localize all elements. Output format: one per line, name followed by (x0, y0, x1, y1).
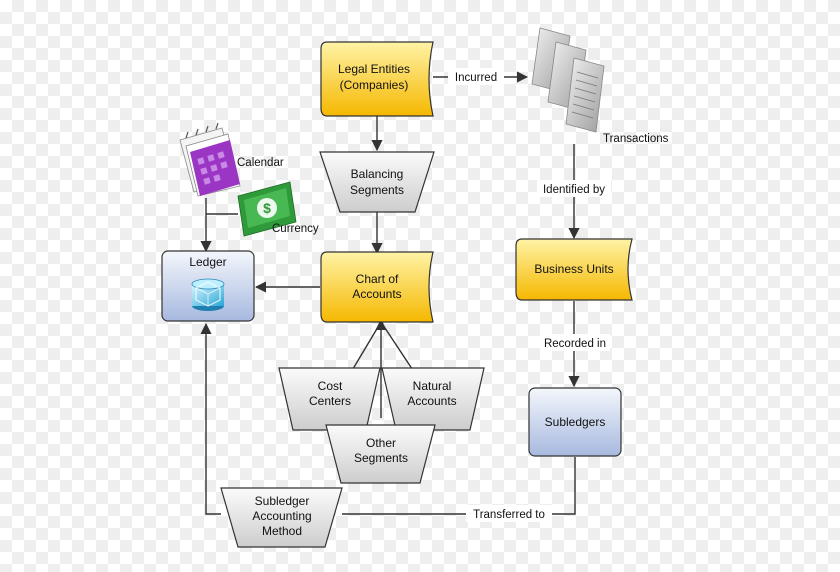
node-balancing-segments: Balancing Segments (319, 151, 435, 213)
balancing-line1: Balancing (351, 167, 404, 181)
natural-accounts-line2: Accounts (407, 394, 456, 408)
edge-method-to-ledger (200, 322, 221, 515)
method-line1: Subledger (255, 494, 310, 508)
node-subledger-accounting-method: Subledger Accounting Method (220, 487, 343, 548)
method-line3: Method (262, 524, 302, 538)
node-chart-of-accounts: Chart of Accounts (320, 251, 434, 323)
node-cost-centers: Cost Centers (278, 367, 381, 431)
node-legal-entities: Legal Entities (Companies) (320, 41, 434, 117)
natural-accounts-line1: Natural (413, 379, 452, 393)
subledgers-label: Subledgers (545, 415, 606, 429)
node-business-units: Business Units (515, 238, 633, 301)
legal-entities-line2: (Companies) (340, 78, 409, 92)
edge-label-transferred-to-text: Transferred to (473, 509, 545, 521)
currency-label: Currency (272, 223, 319, 235)
chart-line2: Accounts (352, 287, 401, 301)
cost-centers-line1: Cost (318, 379, 343, 393)
money-bill-icon: $ (237, 181, 297, 237)
transactions-label: Transactions (603, 133, 669, 145)
edge-label-transferred-to: Transferred to (466, 505, 552, 522)
receipt-stack-icon (531, 27, 605, 133)
calendar-label: Calendar (237, 157, 284, 169)
legal-entities-line1: Legal Entities (338, 62, 410, 76)
edge-subledgers-to-method (342, 457, 576, 515)
other-segments-line2: Segments (354, 451, 408, 465)
chart-line1: Chart of (356, 272, 399, 286)
balancing-line2: Segments (350, 183, 404, 197)
edge-label-recorded-in-text: Recorded in (544, 338, 606, 350)
method-line2: Accounting (252, 509, 311, 523)
node-ledger: Ledger (161, 250, 255, 322)
business-units-label: Business Units (534, 262, 613, 276)
node-other-segments: Other Segments (325, 424, 436, 484)
cost-centers-line2: Centers (309, 394, 351, 408)
calendar-icon (179, 122, 241, 197)
ledger-label: Ledger (189, 255, 226, 269)
edge-label-incurred-text: Incurred (455, 72, 497, 84)
edge-label-identified-by: Identified by (537, 180, 611, 197)
node-subledgers: Subledgers (528, 387, 622, 457)
svg-text:$: $ (263, 200, 271, 216)
node-natural-accounts: Natural Accounts (381, 367, 485, 431)
edge-label-identified-by-text: Identified by (543, 184, 605, 196)
database-cube-icon (191, 278, 225, 311)
other-segments-line1: Other (366, 436, 396, 450)
edge-label-recorded-in: Recorded in (540, 334, 610, 351)
edge-label-incurred: Incurred (448, 68, 504, 85)
